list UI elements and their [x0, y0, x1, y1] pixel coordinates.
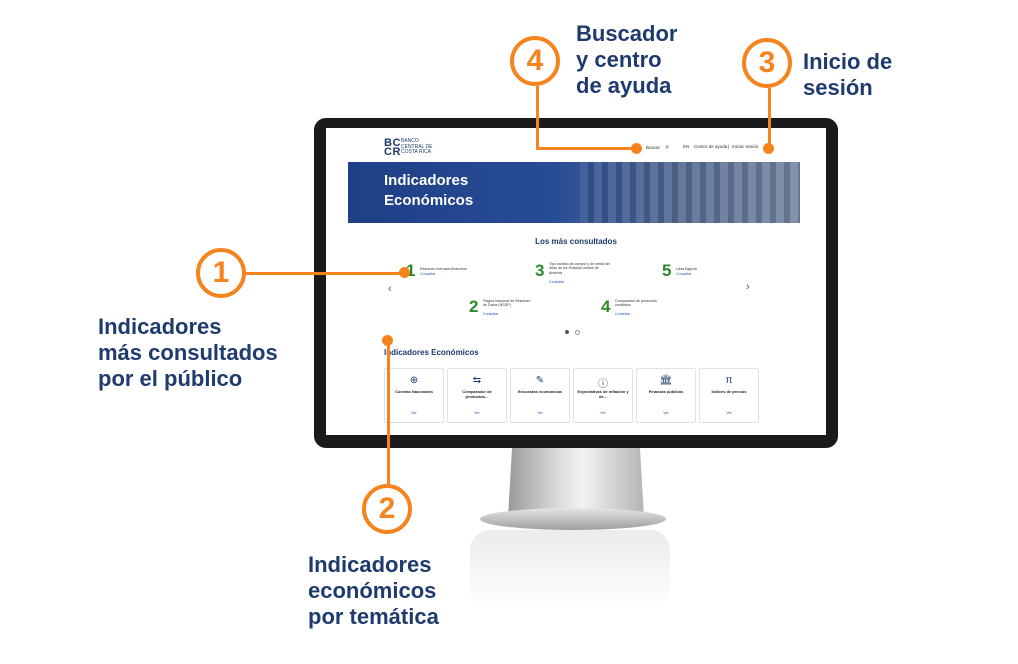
callout-4-connector	[536, 147, 636, 150]
callout-line: Buscador	[576, 21, 678, 46]
item-number: 2	[469, 297, 479, 316]
callout-3-connector	[768, 88, 771, 148]
hero-image	[580, 162, 800, 223]
callout-4-badge: 4	[510, 36, 560, 86]
hero-banner: Indicadores Económicos	[348, 162, 800, 223]
login-link[interactable]: Iniciar sesión	[732, 144, 759, 149]
item-number: 4	[601, 297, 611, 316]
hero-title-line: Indicadores	[384, 172, 469, 189]
language-link[interactable]: EN	[683, 144, 690, 149]
callout-line: económicos	[308, 578, 437, 603]
indicator-card[interactable]: ⓘ Expectativas de inflación y de... Ver	[573, 368, 633, 423]
callout-line: sesión	[803, 75, 873, 100]
item-link[interactable]: Consultar	[483, 312, 499, 316]
hero-title-line: Económicos	[384, 192, 474, 209]
callout-line: por temática	[308, 604, 439, 629]
globe-icon: ⊕	[409, 375, 419, 386]
callout-3-badge: 3	[742, 38, 792, 88]
search-icon: ⌕	[665, 144, 670, 151]
most-consulted-title: Los más consultados	[535, 237, 617, 246]
card-label: Comparador de productos...	[462, 389, 492, 399]
item-number: 3	[535, 261, 545, 280]
callout-2-connector	[387, 340, 390, 488]
carousel-dot-active[interactable]	[565, 330, 569, 334]
item-text: Libra Egipcia	[676, 267, 697, 271]
indicator-card[interactable]: π Índices de precios Ver	[699, 368, 759, 423]
callout-line: y centro	[576, 47, 662, 72]
callout-line: por el público	[98, 366, 243, 391]
indicator-card[interactable]: ⊕ Cuentas Nacionales Ver	[384, 368, 444, 423]
callout-1-badge: 1	[196, 248, 246, 298]
edit-icon: ✎	[535, 375, 545, 386]
card-label: Finanzas públicas	[648, 389, 684, 394]
callout-2-text: Indicadores económicos por temática	[308, 552, 439, 630]
callout-4-connector	[536, 86, 539, 150]
callout-line: Inicio de	[803, 49, 893, 74]
website-screen: BC CR BANCO CENTRAL DE COSTA RICA Buscar…	[326, 128, 826, 435]
logo-mark: BC CR	[384, 137, 401, 158]
card-label: Encuestas económicas	[517, 389, 563, 394]
card-label: Expectativas de inflación y de...	[577, 389, 629, 399]
item-text: Tipo cambio de compra y de venta del dól…	[549, 262, 610, 275]
callout-line: de ayuda	[576, 73, 672, 98]
logo-line: COSTA RICA	[401, 149, 431, 155]
item-number: 5	[662, 261, 672, 280]
card-label: Índices de precios	[711, 389, 747, 394]
hero-title: Indicadores Económicos	[384, 171, 473, 211]
header-separator: |	[728, 144, 730, 149]
logo-line: BANCO	[401, 138, 419, 144]
item-text: Comparador de productos crediticios	[615, 299, 657, 308]
item-text: Página Nacional de Resumen de Datos (NSD…	[483, 299, 531, 308]
logo-text: BANCO CENTRAL DE COSTA RICA	[401, 138, 451, 156]
monitor-reflection	[470, 530, 670, 610]
search-label: Buscar	[646, 145, 661, 150]
card-link[interactable]: Ver	[663, 411, 669, 415]
card-label: Cuentas Nacionales	[394, 389, 433, 394]
callout-line: más consultados	[98, 340, 278, 365]
bank-icon: 🏛	[659, 375, 673, 386]
card-link[interactable]: Ver	[600, 411, 606, 415]
indicator-card[interactable]: 🏛 Finanzas públicas Ver	[636, 368, 696, 423]
card-link[interactable]: Ver	[474, 411, 480, 415]
help-center-link[interactable]: Centro de ayuda	[694, 144, 728, 149]
item-link[interactable]: Consultar	[676, 272, 692, 276]
info-icon: ⓘ	[598, 379, 608, 390]
pi-icon: π	[725, 375, 733, 386]
callout-4-pointer	[631, 143, 642, 154]
card-link[interactable]: Ver	[726, 411, 732, 415]
carousel-prev-button[interactable]: ‹	[388, 283, 392, 295]
monitor-stand	[508, 447, 644, 517]
indicator-card[interactable]: ✎ Encuestas económicas Ver	[510, 368, 570, 423]
item-link[interactable]: Consultar	[549, 280, 565, 284]
callout-3-pointer	[763, 143, 774, 154]
callout-1-pointer	[399, 267, 410, 278]
card-link[interactable]: Ver	[537, 411, 543, 415]
item-text: Resumen mercado financiero	[420, 267, 467, 271]
callout-2-badge: 2	[362, 484, 412, 534]
item-link[interactable]: Consultar	[420, 272, 436, 276]
logo-line: CENTRAL DE	[401, 143, 433, 150]
callout-3-text: Inicio de sesión	[803, 49, 892, 101]
callout-1-connector	[246, 272, 406, 275]
monitor-base	[480, 508, 666, 530]
carousel-next-button[interactable]: ›	[746, 281, 750, 293]
indicators-title: Indicadores Económicos	[384, 348, 479, 357]
card-link[interactable]: Ver	[411, 411, 417, 415]
indicator-card[interactable]: ⇆ Comparador de productos... Ver	[447, 368, 507, 423]
callout-2-pointer	[382, 335, 393, 346]
item-number: 1	[406, 261, 416, 280]
callout-line: Indicadores	[98, 314, 222, 339]
compare-icon: ⇆	[472, 375, 482, 386]
callout-4-text: Buscador y centro de ayuda	[576, 21, 677, 99]
callout-1-text: Indicadores más consultados por el públi…	[98, 314, 278, 392]
search-link[interactable]: Buscar ⌕	[646, 144, 669, 152]
callout-line: Indicadores	[308, 552, 432, 577]
item-link[interactable]: Consultar	[615, 312, 631, 316]
carousel-dot[interactable]	[575, 330, 580, 335]
